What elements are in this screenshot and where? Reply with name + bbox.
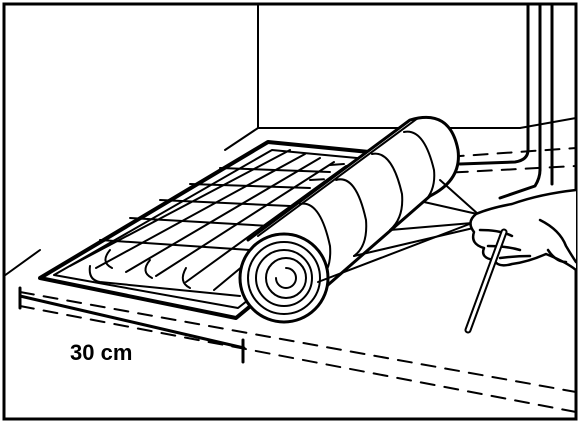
mat-roll — [238, 115, 460, 324]
hand — [469, 188, 578, 272]
loose-cable — [464, 228, 508, 334]
heating-cable — [69, 149, 357, 297]
wall-pipes — [458, 2, 554, 200]
pull-straps — [317, 179, 487, 283]
dimension-label: 30 cm — [70, 340, 132, 365]
dimension-marker — [18, 286, 246, 364]
